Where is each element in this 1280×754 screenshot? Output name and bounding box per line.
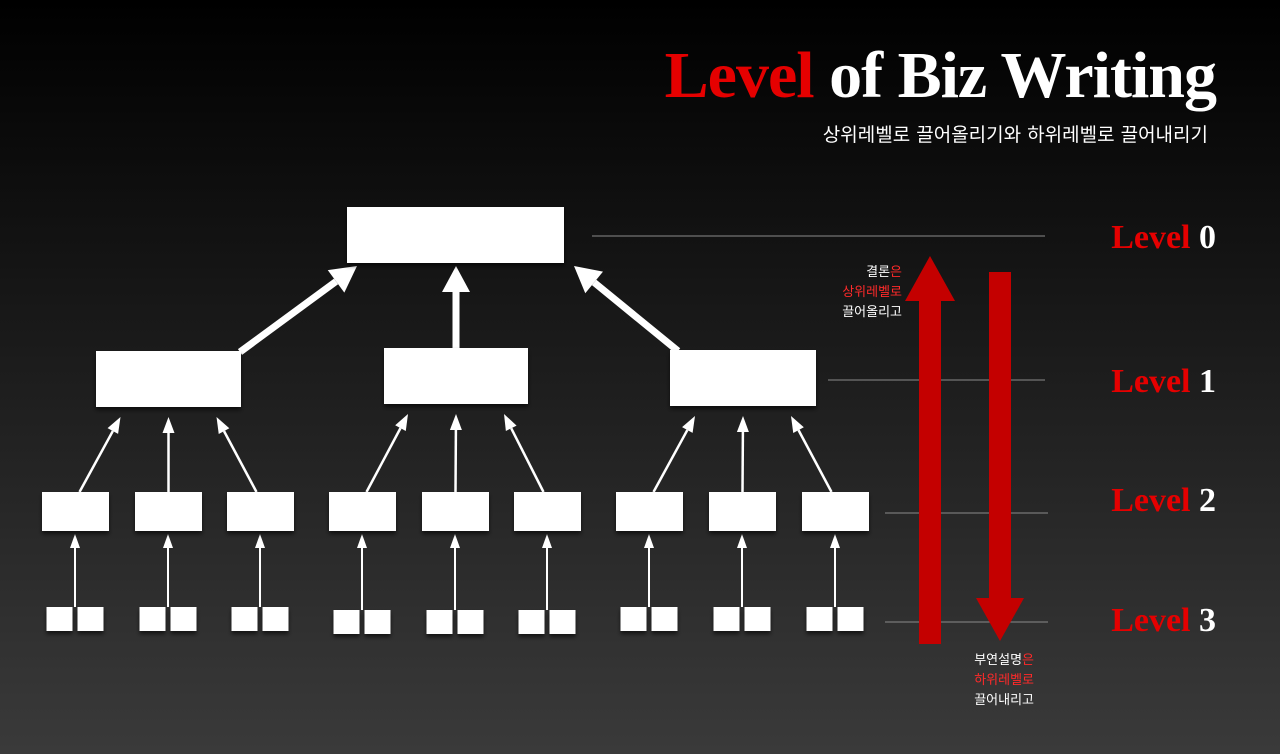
level-label-1: Level 1: [1016, 362, 1216, 402]
down-arrow: [976, 272, 1024, 641]
level-3-box: [426, 610, 453, 634]
level-2-box: [135, 492, 202, 531]
down-note: 부연설명은 하위레벨로 끌어내리고: [974, 651, 1034, 711]
level-3-box: [170, 607, 197, 631]
level-3-box: [457, 610, 484, 634]
level-2-box: [514, 492, 581, 531]
arrow-head: [255, 534, 265, 548]
level-1-box: [96, 351, 241, 407]
arrow-shaft: [365, 427, 402, 493]
level-3-box: [713, 607, 740, 631]
level-number: 1: [1199, 363, 1216, 400]
down-note-subject: 부연설명: [974, 653, 1023, 668]
level-lines: [592, 235, 1048, 623]
page-title: Level of Biz Writing: [664, 36, 1217, 116]
level-number: 2: [1199, 482, 1216, 519]
arrow-head: [70, 534, 80, 548]
level-3-box: [139, 607, 166, 631]
arrow-shaft: [222, 430, 258, 493]
up-note-line2: 상위레벨로: [842, 285, 902, 300]
arrow-shaft: [797, 429, 833, 493]
arrow-shaft: [652, 429, 689, 493]
arrow-head: [107, 417, 121, 434]
arrow-head: [736, 416, 749, 433]
arrow-shaft: [591, 279, 681, 354]
arrow-head: [216, 417, 230, 434]
arrow-shaft: [78, 430, 114, 493]
level-3-box: [333, 610, 360, 634]
level-word: Level: [1111, 482, 1191, 519]
tree-arrows: [70, 266, 840, 610]
level-3-box: [518, 610, 545, 634]
level-0-box: [347, 207, 564, 263]
arrow-head: [162, 417, 175, 433]
arrow-head: [450, 534, 460, 548]
level-2-box: [329, 492, 396, 531]
arrow-shaft: [510, 427, 545, 493]
level-1-box: [384, 348, 528, 404]
down-note-line3: 끌어내리고: [974, 693, 1034, 708]
arrow-head: [357, 534, 367, 548]
level-2-box: [802, 492, 869, 531]
title-rest: of Biz Writing: [829, 39, 1217, 112]
page-subtitle: 상위레벨로 끌어올리기와 하위레벨로 끌어내리기: [822, 124, 1208, 146]
arrow-head: [791, 416, 804, 433]
arrow-head: [442, 266, 470, 292]
up-note-subject: 결론: [866, 265, 891, 280]
level-2-box: [709, 492, 776, 531]
level-3-box: [651, 607, 678, 631]
level-word: Level: [1111, 219, 1191, 256]
level-3-box: [620, 607, 647, 631]
arrow-head: [327, 266, 357, 293]
level-word: Level: [1111, 602, 1191, 639]
down-note-line2: 하위레벨로: [974, 673, 1034, 688]
level-3-box: [549, 610, 576, 634]
level-3-box: [231, 607, 258, 631]
arrow-head: [737, 534, 747, 548]
level-word: Level: [1111, 363, 1191, 400]
down-note-particle: 은: [1022, 653, 1034, 668]
arrow-head: [644, 534, 654, 548]
title-accent: Level: [664, 39, 815, 112]
tree-boxes: [42, 207, 869, 634]
level-2-box: [422, 492, 489, 531]
arrow-head: [504, 414, 517, 431]
level-3-box: [806, 607, 833, 631]
up-arrow: [905, 256, 955, 644]
level-3-box: [46, 607, 73, 631]
level-label-3: Level 3: [1016, 601, 1216, 641]
up-note: 결론은 상위레벨로 끌어올리고: [842, 263, 902, 323]
level-2-box: [616, 492, 683, 531]
arrow-head: [542, 534, 552, 548]
level-3-box: [744, 607, 771, 631]
level-number: 3: [1199, 602, 1216, 639]
level-3-box: [77, 607, 104, 631]
level-3-box: [364, 610, 391, 634]
arrow-head: [395, 414, 408, 431]
arrow-head: [163, 534, 173, 548]
arrow-shaft: [237, 278, 339, 355]
up-note-particle: 은: [890, 265, 902, 280]
up-note-line3: 끌어올리고: [842, 305, 902, 320]
level-2-box: [42, 492, 109, 531]
level-3-box: [262, 607, 289, 631]
arrow-head: [682, 416, 695, 433]
level-2-box: [227, 492, 294, 531]
arrow-head: [574, 266, 603, 294]
level-3-box: [837, 607, 864, 631]
level-label-0: Level 0: [1016, 218, 1216, 258]
arrow-head: [449, 414, 462, 431]
level-number: 0: [1199, 219, 1216, 256]
level-1-box: [670, 350, 816, 406]
arrow-head: [830, 534, 840, 548]
level-label-2: Level 2: [1016, 481, 1216, 521]
